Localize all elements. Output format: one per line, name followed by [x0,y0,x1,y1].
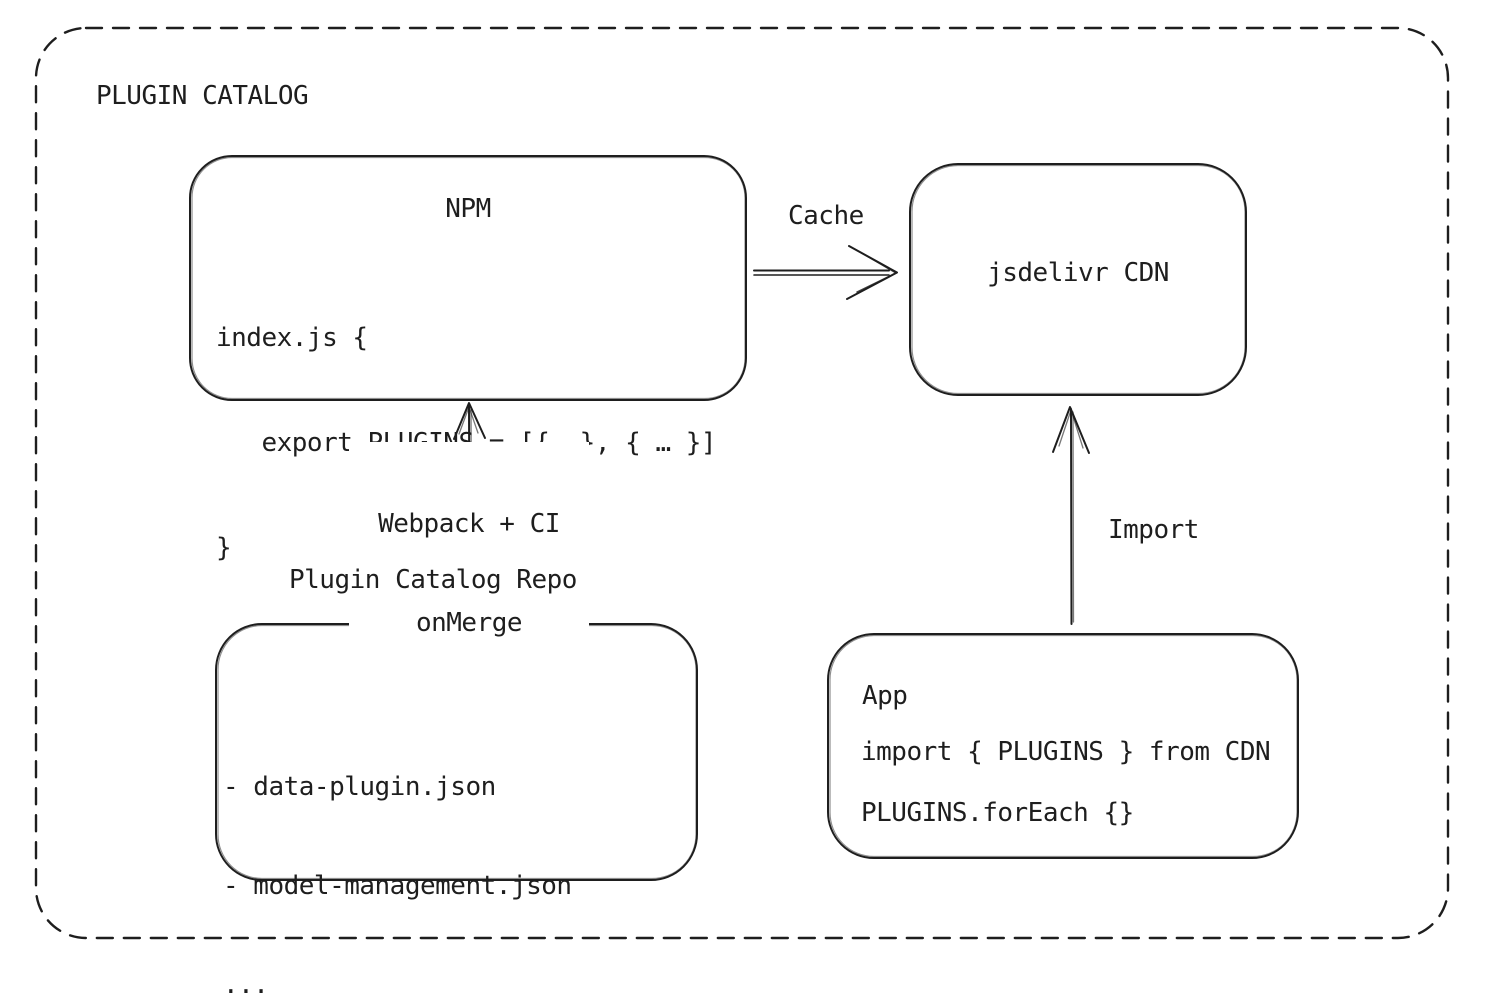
app-code-line: PLUGINS.forEach {} [861,798,1134,828]
npm-box-title: NPM [445,194,491,224]
app-box-outline [827,633,1299,859]
webpack-ci-label-line: Webpack + CI [378,509,560,539]
webpack-ci-label-line: onMerge [415,608,523,638]
cdn-box-outline [909,163,1247,396]
cache-arrow-label: Cache [788,201,864,231]
repo-file-item: - model-management.json [223,871,572,901]
npm-code-line: } [216,533,232,563]
plugin-catalog-container-outline [34,26,1450,940]
repo-file-item: - data-plugin.json [223,772,496,802]
app-box-title: App [862,681,908,711]
cdn-box-label: jsdelivr CDN [987,258,1169,288]
repo-box-label: Plugin Catalog Repo [289,565,577,595]
repo-file-item: ... [223,970,269,1000]
app-code-line: import { PLUGINS } from CDN [861,737,1271,767]
npm-box-outline [189,155,747,401]
import-arrow [1052,406,1090,625]
repo-file-list: - data-plugin.json - model-management.js… [223,705,572,1002]
npm-code-line: index.js { [216,323,368,353]
import-arrow-label: Import [1108,515,1199,545]
webpack-ci-arrow-label: Webpack + CI onMerge [349,442,589,706]
cache-arrow [753,245,898,300]
diagram-title: PLUGIN CATALOG [96,81,309,111]
